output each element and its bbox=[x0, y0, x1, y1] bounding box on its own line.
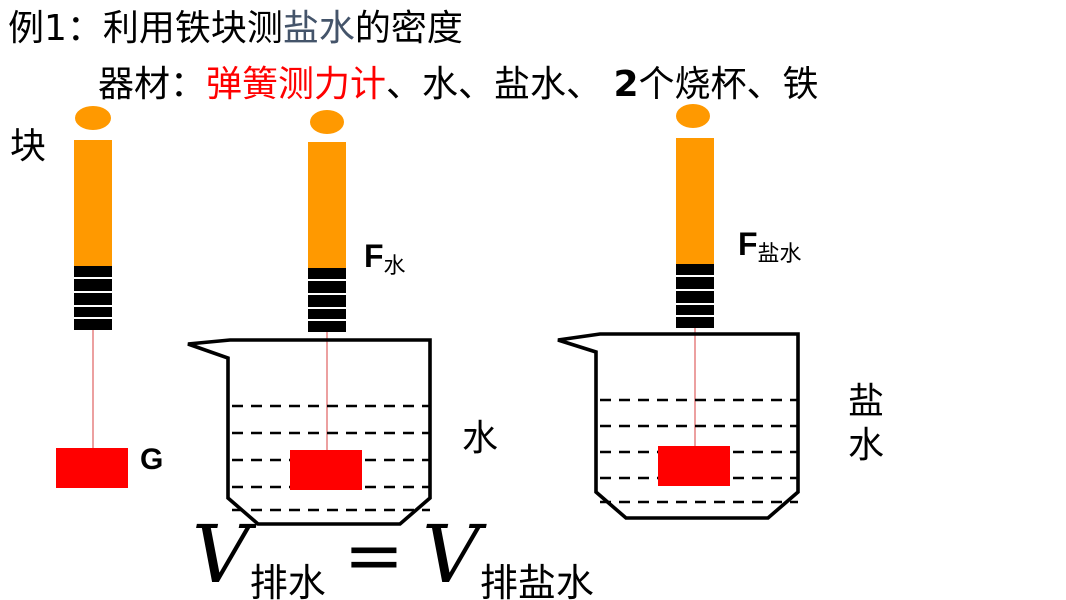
label-force-brine-main: F bbox=[738, 226, 758, 262]
scale-body-brine bbox=[676, 138, 714, 264]
equipment-label: 器材： bbox=[98, 64, 207, 105]
equipment-line: 器材：弹簧测力计、水、盐水、 2个烧杯、铁 bbox=[98, 60, 819, 110]
label-force-brine: F盐水 bbox=[738, 224, 802, 275]
scale-stripes-brine bbox=[676, 275, 714, 317]
label-force-brine-sub: 盐水 bbox=[757, 242, 802, 267]
iron-block-brine bbox=[658, 446, 730, 486]
scale-body-water bbox=[308, 142, 346, 268]
title-prefix: 例1：利用铁块测 bbox=[8, 8, 283, 49]
slide-title: 例1：利用铁块测盐水的密度 bbox=[8, 6, 463, 52]
scale-ring-water bbox=[310, 110, 344, 134]
beaker-water bbox=[187, 338, 432, 526]
spring-scale-water bbox=[308, 110, 346, 450]
spring-scale-brine bbox=[676, 104, 714, 446]
title-suffix: 的密度 bbox=[354, 8, 463, 49]
equipment-count: 2 bbox=[613, 64, 639, 105]
formula-left-sub: 排水 bbox=[249, 561, 326, 600]
iron-block-air bbox=[56, 448, 128, 488]
spring-scale-air bbox=[56, 106, 128, 488]
beaker-brine bbox=[557, 332, 800, 520]
label-force-water: F水 bbox=[364, 236, 406, 287]
label-force-water-sub: 水 bbox=[383, 254, 406, 279]
formula-equals: = bbox=[343, 513, 405, 597]
scale-hook-air bbox=[74, 266, 112, 330]
scale-ring-brine bbox=[676, 104, 710, 128]
equipment-part1: 、水、盐水、 bbox=[386, 64, 614, 105]
label-brine: 盐水 bbox=[848, 381, 885, 466]
scale-hook-brine bbox=[676, 264, 714, 328]
title-highlight: 盐水 bbox=[282, 8, 355, 49]
formula-right-sub: 排盐水 bbox=[479, 561, 594, 600]
scale-stripes-water bbox=[308, 279, 346, 321]
equipment-part2: 个烧杯、铁 bbox=[638, 64, 819, 105]
iron-block-water bbox=[290, 450, 362, 490]
equipment-continuation: 块 bbox=[10, 126, 47, 167]
beaker-outline-brine bbox=[557, 332, 800, 520]
scale-body-air bbox=[74, 140, 112, 266]
scale-stripes-air bbox=[74, 277, 112, 319]
formula-right-var: V bbox=[422, 508, 480, 600]
formula-left-var: V bbox=[192, 508, 250, 600]
volume-equation: V排水=V排盐水 bbox=[192, 510, 594, 600]
equipment-highlight: 弹簧测力计 bbox=[206, 64, 387, 105]
label-weight-g: G bbox=[140, 443, 164, 476]
label-force-water-main: F bbox=[364, 238, 384, 274]
label-water: 水 bbox=[462, 418, 499, 459]
scale-ring-air bbox=[75, 106, 111, 130]
scale-hook-water bbox=[308, 268, 346, 332]
beaker-outline-water bbox=[187, 338, 432, 526]
